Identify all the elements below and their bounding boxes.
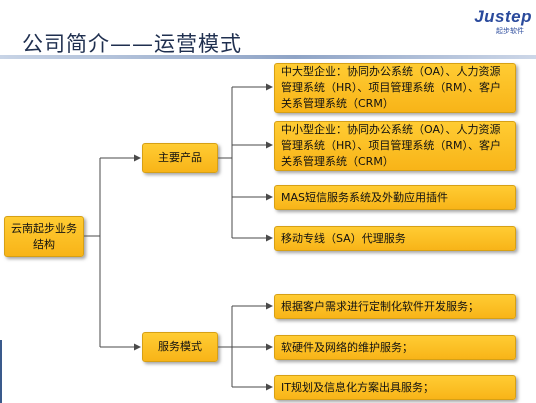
leaf-text: IT规划及信息化方案出具服务； xyxy=(281,380,434,394)
logo-subtext: 起步软件 xyxy=(496,27,524,35)
leaf-text: 软硬件及网络的维护服务； xyxy=(281,340,413,354)
service-item-it-planning: IT规划及信息化方案出具服务； xyxy=(274,375,516,400)
product-item-sa-line: 移动专线（SA）代理服务 xyxy=(274,226,516,251)
leaf-text: 移动专线（SA）代理服务 xyxy=(281,231,406,245)
leaf-text: 根据客户需求进行定制化软件开发服务； xyxy=(281,299,479,313)
justep-logo: Justep 起步软件 xyxy=(442,7,532,36)
leaf-text: 中大型企业：协同办公系统（OA）、人力资源管理系统（HR）、项目管理系统（RM）… xyxy=(281,65,502,110)
product-item-small-enterprise: 中小型企业：协同办公系统（OA）、人力资源管理系统（HR）、项目管理系统（RM）… xyxy=(274,121,516,171)
branch-node-services: 服务模式 xyxy=(142,332,218,362)
service-item-custom-dev: 根据客户需求进行定制化软件开发服务； xyxy=(274,294,516,319)
logo-wordmark: Justep xyxy=(474,7,532,26)
slide-title: 公司简介——运营模式 xyxy=(22,32,242,56)
product-item-mas: MAS短信服务系统及外勤应用插件 xyxy=(274,185,516,210)
leaf-text: MAS短信服务系统及外勤应用插件 xyxy=(281,190,448,204)
branch-label: 服务模式 xyxy=(158,340,202,353)
service-item-maintenance: 软硬件及网络的维护服务； xyxy=(274,335,516,360)
branch-node-products: 主要产品 xyxy=(142,143,218,173)
product-item-large-enterprise: 中大型企业：协同办公系统（OA）、人力资源管理系统（HR）、项目管理系统（RM）… xyxy=(274,63,516,113)
root-node: 云南起步业务结构 xyxy=(4,216,84,257)
root-node-label: 云南起步业务结构 xyxy=(11,221,77,251)
branch-label: 主要产品 xyxy=(158,151,202,164)
left-accent-bar xyxy=(0,340,2,403)
title-divider xyxy=(0,55,536,59)
leaf-text: 中小型企业：协同办公系统（OA）、人力资源管理系统（HR）、项目管理系统（RM）… xyxy=(281,123,502,168)
